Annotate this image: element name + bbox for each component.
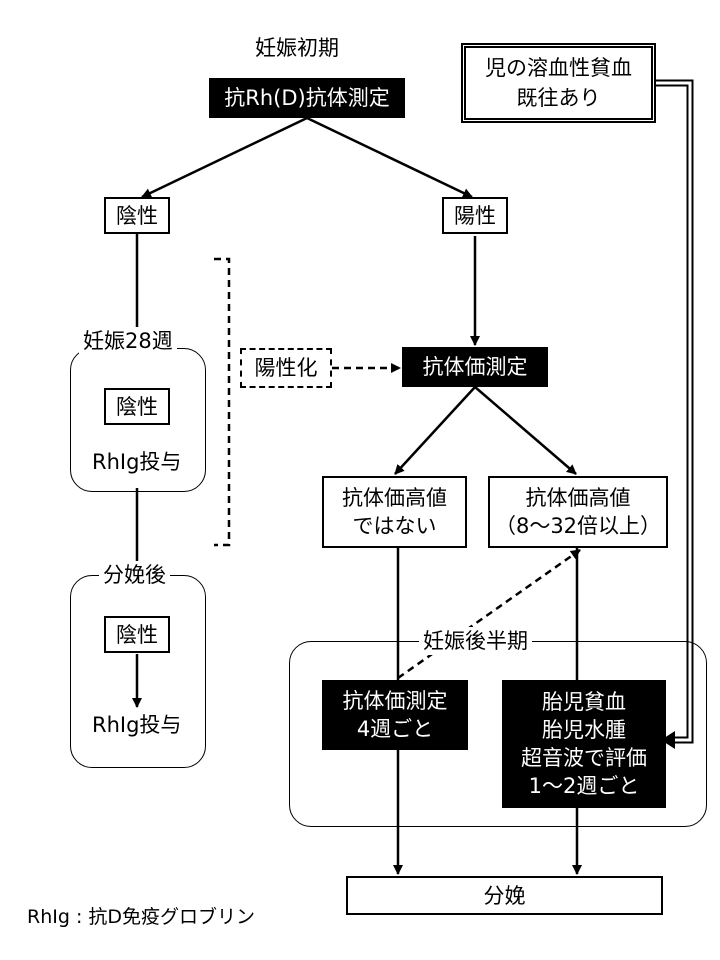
not-high-box: 抗体価高値 ではない xyxy=(322,476,467,548)
double-arrow-head xyxy=(661,731,675,749)
late-pregnancy-title: 妊娠後半期 xyxy=(419,627,532,655)
postpartum-negative-box: 陰性 xyxy=(104,616,170,653)
monitor-line1: 抗体価測定 xyxy=(342,689,448,713)
anemia-line2: 胎児水腫 xyxy=(542,718,626,742)
not-high-line1: 抗体価高値 xyxy=(342,486,447,510)
anemia-line1: 胎児貧血 xyxy=(542,690,626,714)
arrow-dashed-monitor-high xyxy=(397,548,581,680)
arrow-to-not-high xyxy=(394,386,476,475)
high-box: 抗体価高値 （8～32倍以上） xyxy=(488,476,668,548)
arrow-to-negative xyxy=(141,116,308,199)
arrow-to-positive xyxy=(306,116,473,199)
negative-box: 陰性 xyxy=(104,197,170,234)
monitor-box: 抗体価測定 4週ごと xyxy=(322,680,468,750)
fetal-anemia-box: 胎児貧血 胎児水腫 超音波で評価 1～2週ごと xyxy=(502,680,666,808)
high-line1: 抗体価高値 xyxy=(525,486,631,510)
anemia-line4: 1～2週ごと xyxy=(528,774,640,798)
week28-title: 妊娠28週 xyxy=(79,327,177,355)
titer-test-box: 抗体価測定 xyxy=(402,347,548,387)
week28-negative-box: 陰性 xyxy=(104,388,170,425)
postpartum-rhig: RhIg投与 xyxy=(92,713,182,737)
not-high-line2: ではない xyxy=(352,514,437,538)
prior-history-line2: 既往あり xyxy=(516,86,601,110)
anemia-line3: 超音波で評価 xyxy=(521,746,647,770)
conversion-box: 陽性化 xyxy=(240,348,332,388)
antibody-test-box: 抗Rh(D)抗体測定 xyxy=(209,78,405,118)
postpartum-title: 分娩後 xyxy=(99,561,170,589)
arrow-to-high xyxy=(474,386,577,475)
week28-rhig: RhIg投与 xyxy=(92,450,182,474)
high-line2: （8～32倍以上） xyxy=(494,514,662,538)
footnote: RhIg : 抗D免疫グロブリン xyxy=(27,906,256,928)
postpartum-panel xyxy=(70,575,206,768)
prior-history-box: 児の溶血性貧血 既往あり xyxy=(461,43,656,123)
delivery-box: 分娩 xyxy=(346,876,663,915)
positive-box: 陽性 xyxy=(442,197,508,234)
early-pregnancy-label: 妊娠初期 xyxy=(255,36,339,60)
monitor-line2: 4週ごと xyxy=(356,717,434,741)
dashed-bracket xyxy=(214,257,231,547)
prior-history-line1: 児の溶血性貧血 xyxy=(485,56,632,80)
